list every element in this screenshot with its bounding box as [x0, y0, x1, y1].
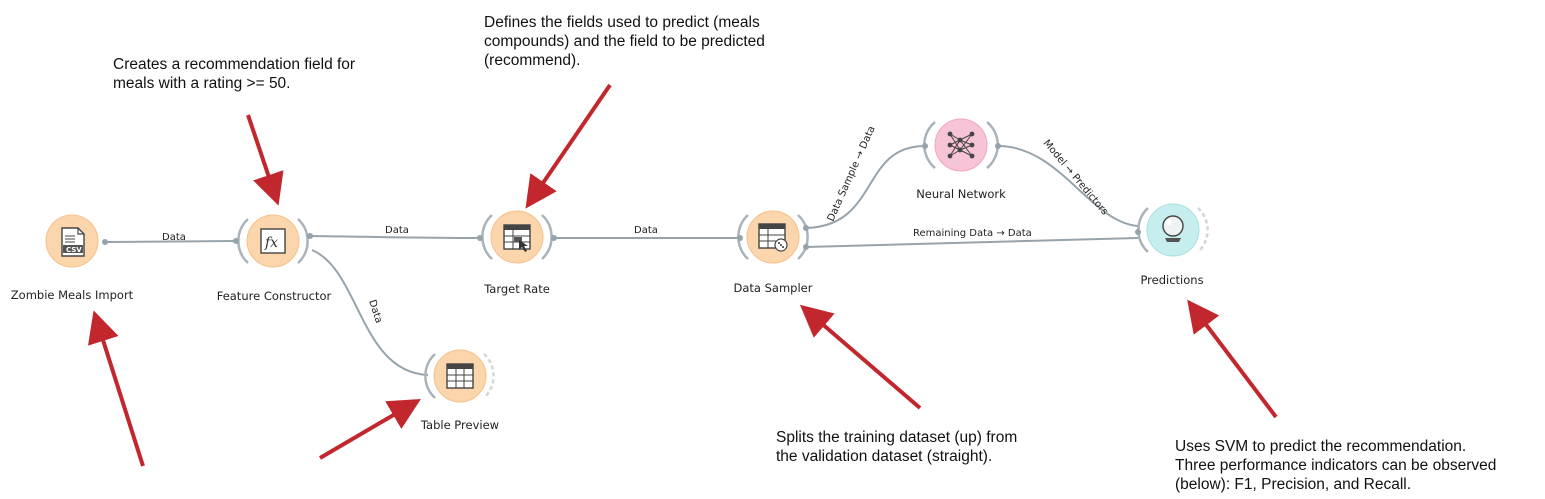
link-label-feature-to-target: Data: [385, 225, 409, 236]
widget-target-rate[interactable]: Target Rate: [477, 210, 557, 296]
table-select-icon: [503, 224, 531, 252]
widget-label: Target Rate: [483, 282, 550, 296]
annotation-predictions: Uses SVM to predict the recommendation. …: [1175, 438, 1497, 493]
widget-label: Predictions: [1140, 273, 1203, 287]
crystal-ball-icon: [1162, 215, 1184, 242]
widget-label: Neural Network: [916, 187, 1006, 201]
annotation-target-rate: Defines the fields used to predict (meal…: [484, 14, 765, 69]
link-import-to-feature[interactable]: [105, 240, 237, 243]
link-label-import-to-feature: Data: [162, 232, 186, 243]
widget-label: Data Sampler: [734, 281, 813, 295]
link-sampler-to-nn[interactable]: [805, 145, 926, 229]
svg-text:fx: fx: [264, 235, 278, 251]
link-feature-to-target[interactable]: [311, 235, 481, 239]
widget-zombie-meals-import[interactable]: CSV Zombie Meals Import: [11, 214, 134, 302]
link-label-feature-to-table: Data: [366, 299, 384, 325]
widget-feature-constructor[interactable]: fx Feature Constructor: [217, 214, 332, 303]
arrow-to-feature-constructor: [246, 114, 284, 206]
widget-table-preview[interactable]: Table Preview: [420, 349, 499, 432]
table-icon: [446, 363, 474, 389]
annotation-feature-constructor: Creates a recommendation field for meals…: [113, 56, 356, 92]
widget-label: Table Preview: [420, 418, 499, 432]
link-label-nn-to-predictions: Model → Predictors: [1041, 138, 1110, 218]
svg-text:CSV: CSV: [66, 246, 82, 254]
link-label-sampler-to-predictions: Remaining Data → Data: [913, 228, 1032, 239]
arrow-to-table-preview: [318, 398, 421, 460]
table-dice-icon: [758, 223, 788, 252]
widget-neural-network[interactable]: Neural Network: [916, 118, 1006, 201]
arrow-to-data-sampler: [799, 304, 922, 410]
arrow-to-target-rate: [525, 83, 612, 209]
link-nn-to-predictions[interactable]: [997, 145, 1139, 227]
neural-network-icon: [947, 131, 975, 159]
arrow-to-predictions: [1187, 299, 1278, 419]
function-fx-icon: fx: [260, 228, 286, 254]
widget-data-sampler[interactable]: Data Sampler: [734, 210, 813, 295]
widget-label: Zombie Meals Import: [11, 288, 134, 302]
link-sampler-to-predictions[interactable]: [805, 237, 1139, 248]
links: [105, 145, 1139, 376]
widget-label: Feature Constructor: [217, 289, 332, 303]
link-feature-to-table[interactable]: [311, 249, 429, 376]
link-label-target-to-sampler: Data: [634, 225, 658, 236]
annotation-data-sampler: Splits the training dataset (up) from th…: [776, 429, 1018, 465]
annotation-arrows: [88, 83, 1278, 467]
widget-predictions[interactable]: Predictions: [1135, 203, 1209, 287]
arrow-to-zombie-meals-import: [88, 310, 145, 467]
csv-file-icon: CSV: [61, 227, 85, 257]
